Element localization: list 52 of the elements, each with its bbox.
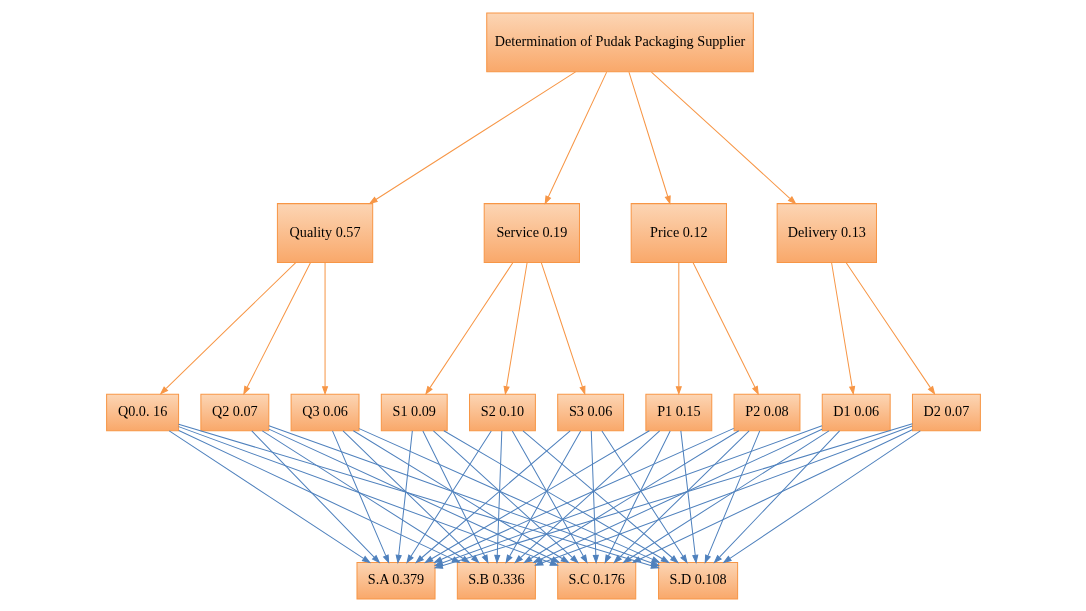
arrow bbox=[513, 429, 660, 563]
node-box: S.B 0.336 bbox=[456, 561, 536, 599]
arrow bbox=[522, 429, 739, 563]
node-box: S2 0.10 bbox=[468, 393, 536, 431]
arrow bbox=[522, 429, 679, 563]
node-box: Price 0.12 bbox=[630, 202, 727, 263]
arrow bbox=[722, 429, 921, 563]
arrow bbox=[395, 429, 413, 564]
arrow bbox=[621, 429, 829, 563]
node-box: Q2 0.07 bbox=[199, 393, 269, 431]
arrow bbox=[159, 261, 296, 395]
node-box: D1 0.06 bbox=[821, 393, 891, 431]
node-box: S1 0.09 bbox=[380, 393, 448, 431]
node-box: P1 0.15 bbox=[644, 393, 712, 431]
node-box: P2 0.08 bbox=[733, 393, 800, 431]
arrow bbox=[712, 429, 840, 564]
node-box: Service 0.19 bbox=[483, 202, 580, 263]
arrow bbox=[692, 261, 759, 395]
arrow bbox=[631, 428, 913, 563]
arrow bbox=[679, 429, 698, 564]
arrow bbox=[540, 261, 585, 395]
arrow bbox=[368, 70, 576, 204]
arrow bbox=[830, 261, 855, 395]
arrow bbox=[242, 261, 311, 395]
node-box: S.A 0.379 bbox=[356, 561, 436, 599]
arrow bbox=[675, 261, 682, 395]
node-box: S.C 0.176 bbox=[556, 561, 636, 599]
node-box: Quality 0.57 bbox=[276, 202, 373, 263]
arrow bbox=[321, 261, 328, 395]
node-box: Q0.0. 16 bbox=[105, 393, 179, 431]
arrow bbox=[531, 428, 823, 563]
node-box: D2 0.07 bbox=[911, 393, 981, 431]
arrow bbox=[845, 261, 935, 395]
arrow bbox=[650, 71, 797, 204]
node-box: Q3 0.06 bbox=[290, 393, 360, 431]
arrow bbox=[424, 261, 513, 395]
arrow bbox=[511, 429, 588, 564]
arrow bbox=[502, 261, 528, 395]
arrow bbox=[331, 429, 389, 564]
node-box: Determination of Pudak Packaging Supplier bbox=[485, 12, 754, 72]
arrow bbox=[544, 71, 607, 205]
node-box: S.D 0.108 bbox=[657, 561, 738, 599]
arrow bbox=[704, 429, 760, 564]
arrow bbox=[590, 429, 599, 564]
arrow bbox=[493, 429, 502, 564]
node-box: Delivery 0.13 bbox=[776, 202, 877, 263]
arrow bbox=[504, 429, 581, 564]
arrow bbox=[250, 429, 380, 564]
arrow bbox=[612, 429, 750, 563]
node-box: S3 0.06 bbox=[556, 393, 624, 431]
arrow bbox=[168, 429, 371, 563]
arrow bbox=[627, 71, 671, 205]
